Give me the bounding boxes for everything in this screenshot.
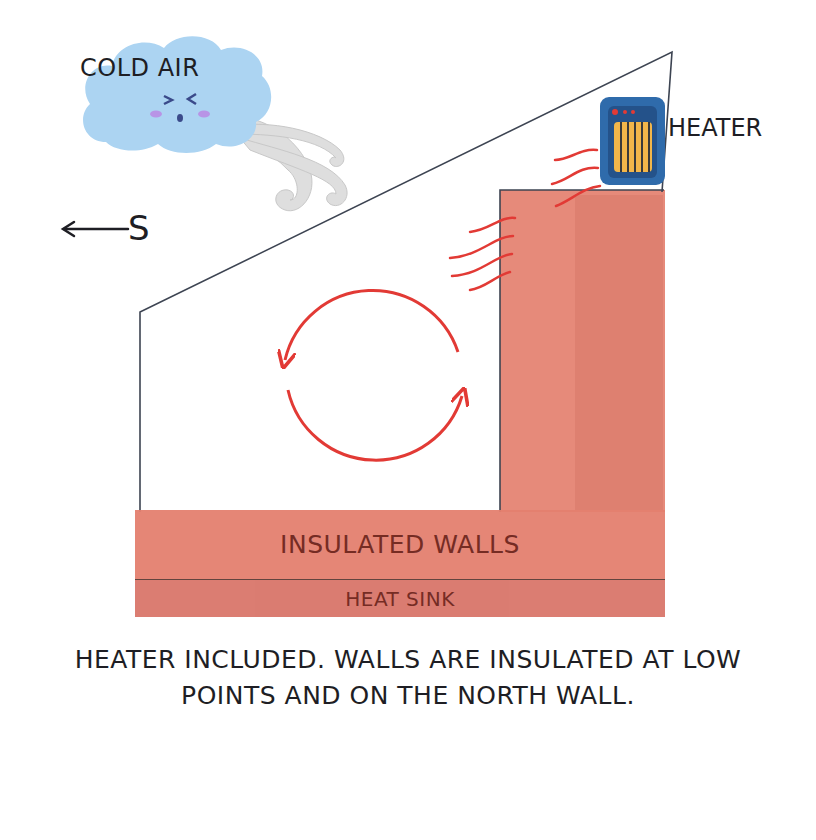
circulation-arrow [285, 291, 458, 360]
node-text: HEAT SINK [345, 587, 455, 611]
heat-waves [450, 150, 600, 290]
heat-sink-band: HEAT SINK [135, 580, 665, 617]
insulation-band: INSULATED WALLS [135, 510, 665, 580]
caption: HEATER INCLUDED. WALLS ARE INSULATED AT … [48, 642, 768, 714]
node-text: INSULATED WALLS [280, 530, 520, 559]
heater-icon [600, 97, 665, 185]
heater-label: HEATER [668, 114, 762, 142]
north-wall-insulation [500, 190, 665, 512]
direction-label: S [128, 208, 150, 248]
south-arrow [63, 222, 128, 236]
node-text: COLD AIR [80, 54, 199, 82]
circulation-arrow [288, 390, 462, 460]
north-wall-shade [575, 195, 663, 510]
cloud-node: COLD AIR [76, 32, 276, 158]
cloud-shape [76, 32, 276, 158]
